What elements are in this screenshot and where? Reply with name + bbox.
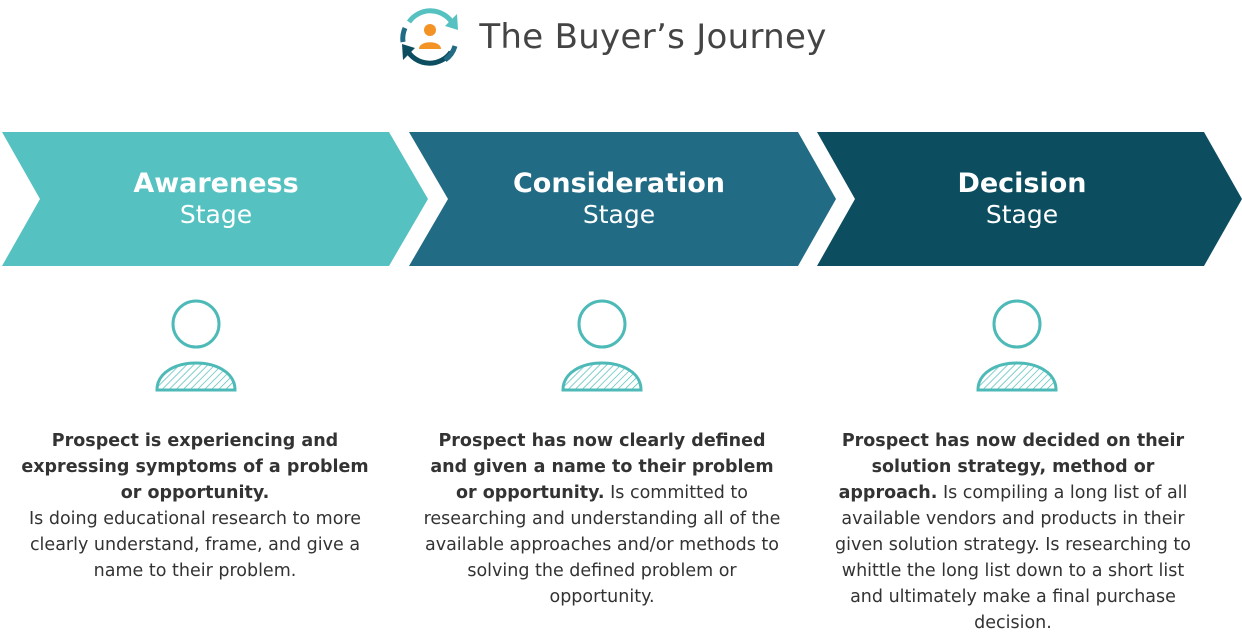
description-text: Is compiling a long list of all availabl…	[835, 483, 1191, 633]
person-icon	[561, 299, 643, 392]
stage-name: Decision	[957, 168, 1087, 199]
awareness-arrow	[2, 132, 428, 266]
page-title: The Buyer’s Journey	[479, 17, 827, 57]
stage-sub: Stage	[179, 200, 253, 229]
stage-description-decision: Prospect has now decided on their soluti…	[830, 428, 1196, 636]
description-text: Is committed to researching and understa…	[423, 483, 781, 607]
description-bold: Prospect has now clearly defined and giv…	[430, 431, 774, 503]
cycle-person-icon	[400, 8, 459, 66]
person-icon	[155, 299, 237, 392]
stage-label-decision: Decision Stage	[872, 168, 1172, 230]
stage-name: Awareness	[133, 168, 299, 199]
consideration-arrow	[409, 132, 836, 266]
description-bold: Prospect is experiencing and expressing …	[21, 431, 369, 503]
stage-arrows	[2, 132, 1242, 266]
stage-sub: Stage	[582, 200, 656, 229]
description-bold: Prospect has now decided on their soluti…	[838, 431, 1185, 503]
stage-description-awareness: Prospect is experiencing and expressing …	[12, 428, 378, 584]
stage-label-awareness: Awareness Stage	[66, 168, 366, 230]
description-text: Is doing educational research to more cl…	[29, 509, 361, 581]
decision-arrow	[817, 132, 1242, 266]
stage-label-consideration: Consideration Stage	[469, 168, 769, 230]
person-icon	[976, 299, 1058, 392]
stage-name: Consideration	[512, 168, 726, 199]
stage-sub: Stage	[985, 200, 1059, 229]
stage-description-consideration: Prospect has now clearly defined and giv…	[419, 428, 785, 610]
header: The Buyer’s Journey	[0, 0, 1242, 74]
